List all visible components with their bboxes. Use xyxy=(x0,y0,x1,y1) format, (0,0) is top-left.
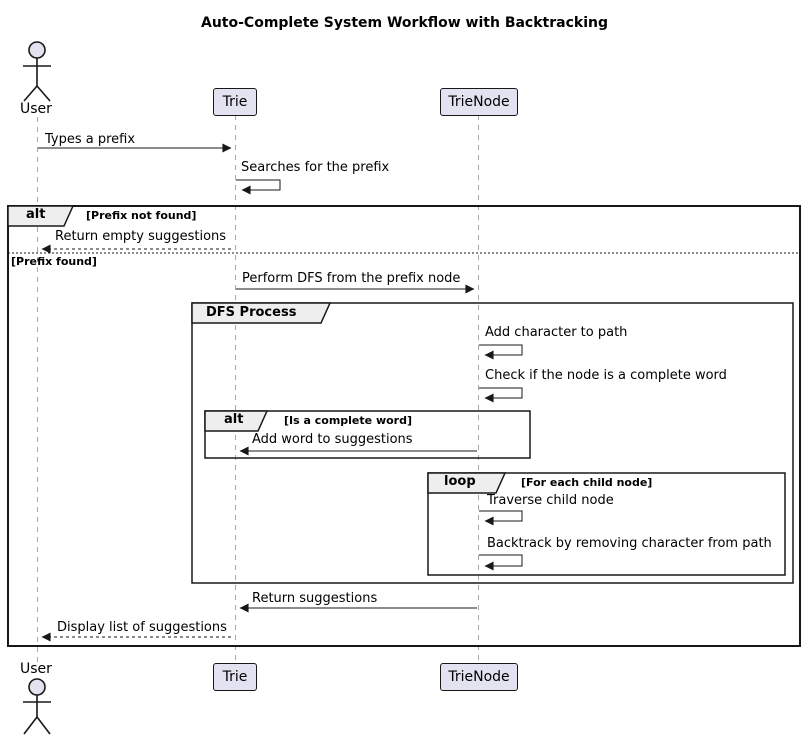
alt-inner-frame xyxy=(204,410,531,459)
alt-outer-tab xyxy=(7,205,75,227)
loop-keyword: loop xyxy=(444,474,476,489)
actor-label-user-top: User xyxy=(20,101,52,117)
alt-inner-condition: [Is a complete word] xyxy=(284,414,412,427)
alt-inner-keyword: alt xyxy=(224,412,244,427)
message-label: Return suggestions xyxy=(252,591,378,606)
dfs-group-tab xyxy=(191,302,332,324)
message-label: Backtrack by removing character from pat… xyxy=(487,536,772,551)
alt-outer-keyword: alt xyxy=(26,207,46,222)
arrow-traverse-child xyxy=(479,510,523,526)
actor-label-user-bottom: User xyxy=(20,661,52,677)
actor-icon-top xyxy=(23,41,51,102)
alt-outer-frame xyxy=(7,205,801,647)
message-label: Display list of suggestions xyxy=(57,620,227,635)
diagram-title: Auto-Complete System Workflow with Backt… xyxy=(201,15,608,31)
message-label: Return empty suggestions xyxy=(55,229,227,244)
message-label: Types a prefix xyxy=(45,132,136,147)
arrow-backtrack xyxy=(479,554,523,571)
participant-trie-bottom: Trie xyxy=(213,663,257,691)
message-label: Add word to suggestions xyxy=(252,432,413,447)
message-label: Traverse child node xyxy=(487,493,614,508)
dfs-group-keyword: DFS Process xyxy=(206,305,297,320)
arrow-check-complete-word xyxy=(479,387,523,403)
message-label: Searches for the prefix xyxy=(241,160,390,175)
participant-trienode-top: TrieNode xyxy=(440,88,518,116)
arrow-searches-for-prefix xyxy=(236,179,281,195)
loop-condition: [For each child node] xyxy=(521,476,653,489)
arrow-add-character xyxy=(479,344,523,360)
alt-outer-condition-1: [Prefix not found] xyxy=(86,209,197,222)
dfs-group-frame xyxy=(191,302,794,584)
loop-tab xyxy=(427,472,507,494)
actor-icon-bottom xyxy=(23,678,51,735)
participant-trienode-bottom: TrieNode xyxy=(440,663,518,691)
message-label: Add character to path xyxy=(485,325,628,340)
message-label: Perform DFS from the prefix node xyxy=(242,271,461,286)
participant-trie-top: Trie xyxy=(213,88,257,116)
loop-frame xyxy=(427,472,786,576)
alt-inner-tab xyxy=(204,410,269,432)
message-label: Check if the node is a complete word xyxy=(485,368,727,383)
alt-outer-condition-2: [Prefix found] xyxy=(11,255,97,268)
